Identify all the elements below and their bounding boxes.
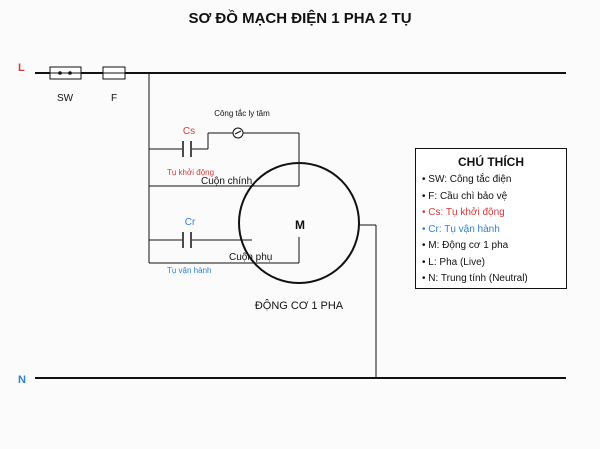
live-line-label: L: [18, 62, 25, 74]
motor-symbol: [238, 162, 360, 284]
legend-list: SW: Công tắc điệnF: Cầu chì bảo vệCs: Tụ…: [416, 172, 566, 288]
main-winding-label: Cuộn chính: [201, 176, 252, 187]
legend-item: N: Trung tính (Neutral): [422, 271, 566, 288]
run-capacitor-label: Cr: [185, 217, 196, 228]
legend-title: CHÚ THÍCH: [458, 155, 524, 169]
start-capacitor-label: Cs: [183, 126, 195, 137]
legend-item: M: Động cơ 1 pha: [422, 238, 566, 255]
legend-item: SW: Công tắc điện: [422, 172, 566, 189]
legend-item: Cr: Tụ vận hành: [422, 222, 566, 239]
switch-label: SW: [57, 93, 74, 104]
start-capacitor-symbol: [182, 141, 192, 157]
legend-item: Cs: Tụ khởi động: [422, 205, 566, 222]
start-capacitor-note: Tụ khởi động: [167, 168, 214, 177]
centrifugal-switch-symbol: [232, 127, 244, 139]
run-capacitor-note: Tụ vận hành: [167, 266, 211, 275]
fuse-symbol: [102, 66, 126, 80]
centrifugal-switch-label: Công tắc ly tâm: [214, 109, 270, 118]
motor-label: M: [295, 218, 305, 232]
run-capacitor-symbol: [182, 232, 192, 248]
switch-symbol: [49, 66, 82, 80]
diagram-title: SƠ ĐỒ MẠCH ĐIỆN 1 PHA 2 TỤ: [188, 9, 411, 27]
legend-item: L: Pha (Live): [422, 255, 566, 272]
fuse-label: F: [111, 93, 117, 104]
motor-caption: ĐỘNG CƠ 1 PHA: [255, 299, 344, 312]
neutral-line-label: N: [18, 374, 26, 386]
legend-box: CHÚ THÍCH SW: Công tắc điệnF: Cầu chì bả…: [415, 148, 567, 289]
legend-item: F: Cầu chì bảo vệ: [422, 189, 566, 206]
